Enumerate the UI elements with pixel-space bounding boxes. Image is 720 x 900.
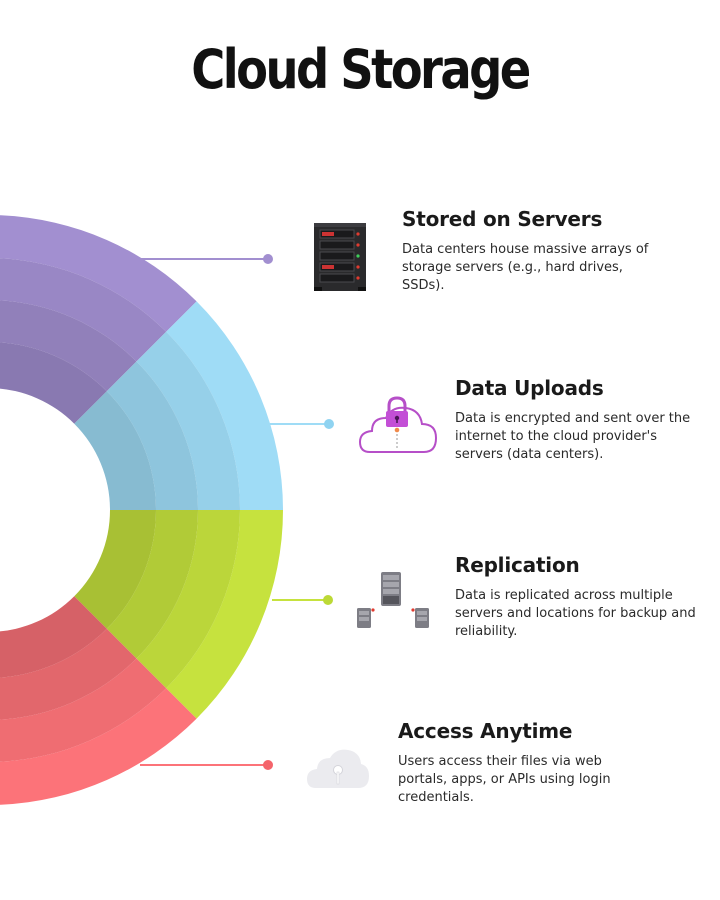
wheel-segment-access-anytime	[0, 596, 197, 805]
step-description: Users access their files via web portals…	[398, 754, 611, 805]
server-network-icon	[357, 572, 429, 628]
step-data-uploads: Data Uploads Data is encrypted and sent …	[455, 376, 707, 464]
connector-dot-stored-on-servers	[263, 254, 273, 264]
wheel-segment-replication	[74, 510, 283, 719]
step-title: Replication	[455, 553, 580, 577]
wheel-segment-stored-on-servers	[0, 215, 197, 424]
step-access-anytime: Access Anytime Users access their files …	[398, 719, 638, 807]
step-stored-on-servers: Stored on Servers Data centers house mas…	[402, 207, 657, 295]
server-rack-icon	[314, 223, 366, 291]
step-replication: Replication Data is replicated across mu…	[455, 553, 711, 641]
step-title: Stored on Servers	[402, 207, 603, 231]
cloud-lock-icon	[358, 396, 438, 453]
connector-dot-data-uploads	[324, 419, 334, 429]
step-description: Data centers house massive arrays of sto…	[402, 242, 649, 293]
step-description: Data is encrypted and sent over the inte…	[455, 411, 691, 462]
wheel-segment-data-uploads	[74, 301, 283, 510]
connector-dot-access-anytime	[263, 760, 273, 770]
step-title: Data Uploads	[455, 376, 604, 400]
step-description: Data is replicated across multiple serve…	[455, 588, 696, 639]
step-title: Access Anytime	[398, 719, 573, 743]
cloud-key-icon	[307, 749, 369, 788]
connector-dot-replication	[323, 595, 333, 605]
page-title: Cloud Storage	[191, 38, 531, 101]
